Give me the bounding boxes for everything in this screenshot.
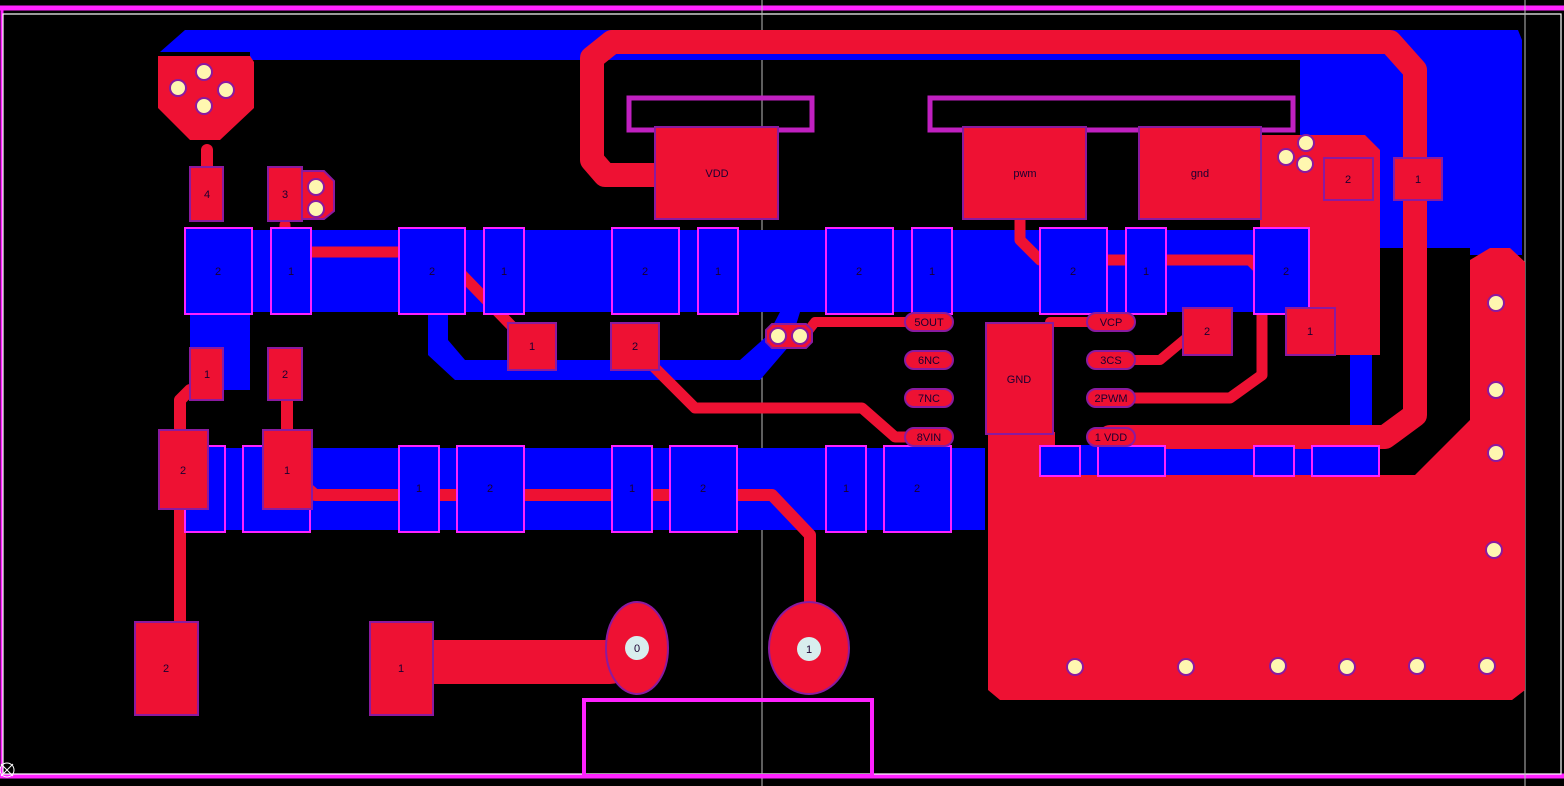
pad-label: 2 <box>1283 266 1289 278</box>
pad-label: 2 <box>215 266 221 278</box>
pad-label: 1 <box>1307 326 1313 338</box>
ic-pin-label: 8VIN <box>917 432 942 444</box>
signal-vias <box>307 178 809 345</box>
pad-label: 1 <box>843 483 849 495</box>
pad-label: 1 <box>284 465 290 477</box>
ic-pin-label: 6NC <box>918 355 940 367</box>
pad-label: 2 <box>642 266 648 278</box>
pad-label: 1 <box>204 369 210 381</box>
pad-label: 2 <box>632 341 638 353</box>
pad-label: 1 <box>529 341 535 353</box>
pad-label: 1 <box>398 663 404 675</box>
pad-label-vdd: VDD <box>705 168 728 180</box>
pad-label: 2 <box>429 266 435 278</box>
pad-label: 2 <box>1345 174 1351 186</box>
pad-label-gnd: gnd <box>1191 168 1209 180</box>
pad-label: 1 <box>929 266 935 278</box>
gnd-copper-pour <box>158 56 1525 700</box>
silk-outlines <box>626 95 1296 133</box>
pad-label-pwm: pwm <box>1013 168 1036 180</box>
ic-pin-label: 5OUT <box>914 317 944 329</box>
pad-label: 2 <box>700 483 706 495</box>
ic-pin-label: 1 VDD <box>1095 432 1127 444</box>
hole-label-0: 0 <box>634 643 640 655</box>
pad-label: 4 <box>204 189 210 201</box>
ic-pin-label: VCP <box>1100 317 1123 329</box>
connector-outline <box>582 698 874 778</box>
pad-label: 1 <box>1415 174 1421 186</box>
ic-pin-label: 3CS <box>1100 355 1121 367</box>
pad-label: 2 <box>856 266 862 278</box>
pad-label: 2 <box>487 483 493 495</box>
pad-label: 2 <box>1070 266 1076 278</box>
pad-label: 2 <box>1204 326 1210 338</box>
bottom-pads: 2 1 2 1 2 1 2 1 2 1 2 1 2 1 2 1 2 <box>184 227 1380 533</box>
ic-pin-label: 7NC <box>918 393 940 405</box>
pad-label: 2 <box>914 483 920 495</box>
origin-marker-icon <box>0 762 15 778</box>
pad-label: 1 <box>1143 266 1149 278</box>
pad-label: 1 <box>715 266 721 278</box>
pad-label: 1 <box>416 483 422 495</box>
pad-label: 2 <box>180 465 186 477</box>
hole-label-1: 1 <box>806 644 812 656</box>
ic-pin-label: 2PWM <box>1095 393 1128 405</box>
pad-label: 1 <box>629 483 635 495</box>
pad-label: 1 <box>501 266 507 278</box>
pad-label: 1 <box>288 266 294 278</box>
ic-gnd-pad-label: GND <box>1007 374 1032 386</box>
pad-label: 3 <box>282 189 288 201</box>
pad-label: 2 <box>163 663 169 675</box>
pad-label: 2 <box>282 369 288 381</box>
